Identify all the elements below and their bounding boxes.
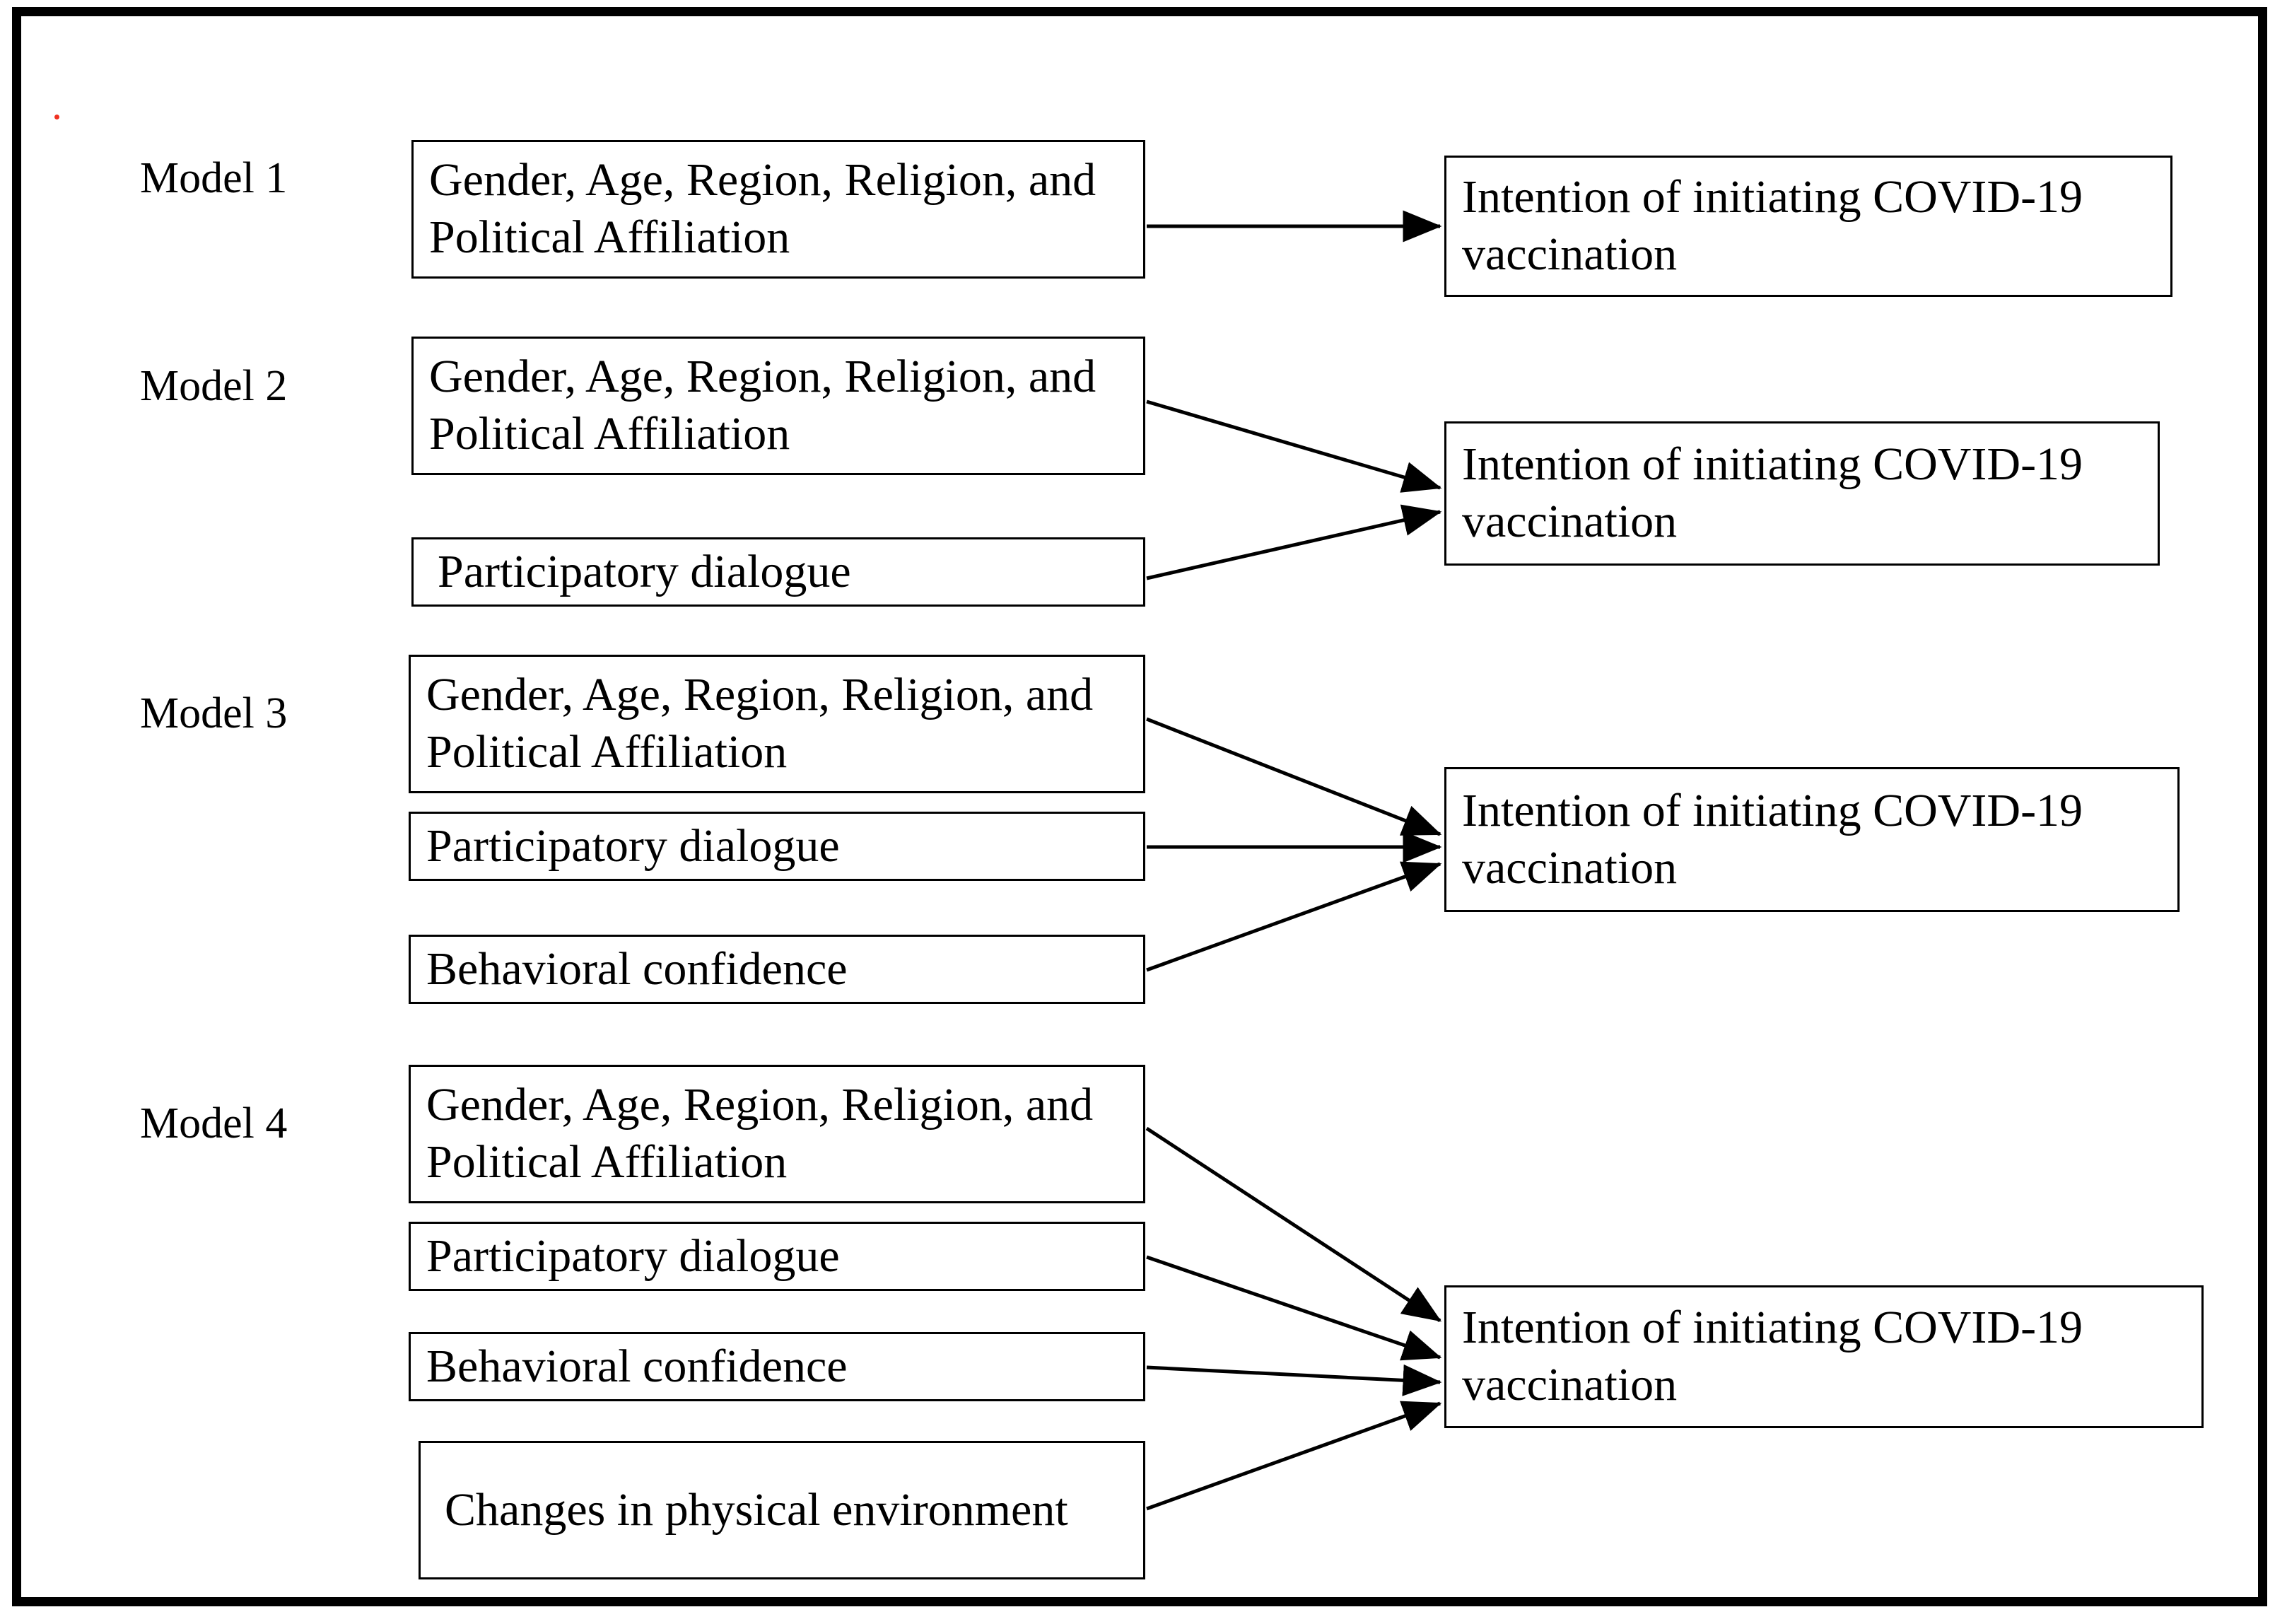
- model-3-label: Model 3: [140, 689, 288, 737]
- model-4-predictor-participatory-dialogue[interactable]: Participatory dialogue: [409, 1222, 1145, 1291]
- model-4-outcome[interactable]: Intention of initiating COVID-19 vaccina…: [1444, 1285, 2204, 1428]
- model-4-outcome-text: Intention of initiating COVID-19 vaccina…: [1462, 1302, 2083, 1410]
- model-3-predictor-behavioral-confidence-text: Behavioral confidence: [426, 942, 848, 995]
- model-4-predictor-changes-physical-environment[interactable]: Changes in physical environment: [419, 1441, 1145, 1579]
- model-2-outcome-text: Intention of initiating COVID-19 vaccina…: [1462, 438, 2083, 547]
- model-4-predictor-demographics[interactable]: Gender, Age, Region, Religion, and Polit…: [409, 1065, 1145, 1203]
- model-1-label: Model 1: [140, 154, 288, 202]
- model-3-predictor-demographics[interactable]: Gender, Age, Region, Religion, and Polit…: [409, 655, 1145, 793]
- model-2-predictor-demographics[interactable]: Gender, Age, Region, Religion, and Polit…: [411, 337, 1145, 475]
- model-3-predictor-behavioral-confidence[interactable]: Behavioral confidence: [409, 935, 1145, 1004]
- model-1-predictor-demographics-text: Gender, Age, Region, Religion, and Polit…: [429, 154, 1096, 263]
- model-4-predictor-participatory-dialogue-text: Participatory dialogue: [426, 1229, 840, 1282]
- model-2-predictor-demographics-text: Gender, Age, Region, Religion, and Polit…: [429, 351, 1096, 460]
- red-speck-artifact: [54, 115, 59, 119]
- model-2-label: Model 2: [140, 362, 288, 410]
- model-4-label: Model 4: [140, 1099, 288, 1147]
- model-4-predictor-behavioral-confidence[interactable]: Behavioral confidence: [409, 1332, 1145, 1401]
- model-3-outcome-text: Intention of initiating COVID-19 vaccina…: [1462, 784, 2083, 894]
- model-2-predictor-participatory-dialogue-text: Participatory dialogue: [438, 545, 851, 597]
- model-4-predictor-behavioral-confidence-text: Behavioral confidence: [426, 1340, 848, 1392]
- model-2-outcome[interactable]: Intention of initiating COVID-19 vaccina…: [1444, 421, 2160, 566]
- model-1-predictor-demographics[interactable]: Gender, Age, Region, Religion, and Polit…: [411, 140, 1145, 279]
- model-4-predictor-demographics-text: Gender, Age, Region, Religion, and Polit…: [426, 1079, 1094, 1188]
- model-4-predictor-changes-physical-environment-text: Changes in physical environment: [445, 1483, 1068, 1536]
- model-3-predictor-participatory-dialogue[interactable]: Participatory dialogue: [409, 812, 1145, 881]
- model-3-outcome[interactable]: Intention of initiating COVID-19 vaccina…: [1444, 767, 2180, 912]
- model-1-outcome-text: Intention of initiating COVID-19 vaccina…: [1462, 171, 2083, 280]
- model-1-outcome[interactable]: Intention of initiating COVID-19 vaccina…: [1444, 156, 2172, 297]
- model-3-predictor-demographics-text: Gender, Age, Region, Religion, and Polit…: [426, 669, 1094, 778]
- model-2-predictor-participatory-dialogue[interactable]: Participatory dialogue: [411, 537, 1145, 607]
- model-3-predictor-participatory-dialogue-text: Participatory dialogue: [426, 819, 840, 872]
